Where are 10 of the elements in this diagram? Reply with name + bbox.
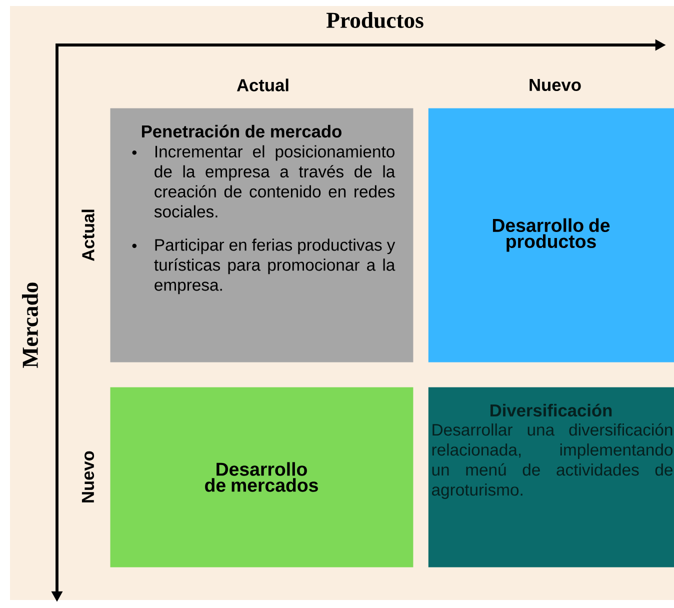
header-label: Actual <box>236 78 288 92</box>
quadrant-box: Desarrollo de mercados <box>110 387 414 568</box>
quadrant-box: Penetración de mercado Incrementar el posicionamiento de la empresa a través de la creación de contenido en redes sociales. Participar en ferias productivas y turísticas para promocionar a la empresa. <box>110 108 414 362</box>
header-label: Nuevo <box>530 78 581 92</box>
header-label: Nuevo <box>82 451 94 502</box>
header-label: Actual <box>82 210 94 262</box>
axis-label: Mercado <box>22 282 38 368</box>
quadrant-box: Desarrollo de productos <box>428 108 674 362</box>
quadrant-box: Diversificación Desarrollar una diversificación relacionada, implementando un menú de actividades de agroturismo. <box>428 387 674 568</box>
axis-label: Productos <box>326 12 424 28</box>
